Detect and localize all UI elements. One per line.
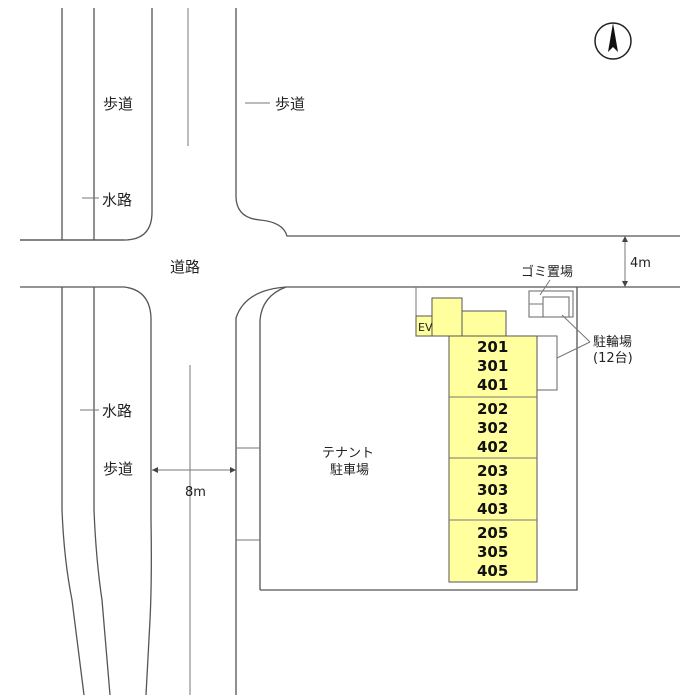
unit-label: 203 [477,462,508,480]
unit-label: 403 [477,500,508,518]
label-waterway-top: 水路 [102,191,132,209]
label-waterway-bottom: 水路 [102,402,132,420]
label-garbage: ゴミ置場 [521,264,573,280]
unit-label: 405 [477,562,508,580]
label-sidewalk-bottom: 歩道 [103,460,133,478]
unit-label: 303 [477,481,508,499]
label-bicycle-line1: 駐輪場 [593,334,632,350]
label-tenant-line2: 駐車場 [330,463,369,478]
unit-label: 301 [477,357,508,375]
unit-label: 202 [477,400,508,418]
width-label-8m: 8m [185,485,206,500]
dimension-4m: 4m [622,236,651,287]
unit-label: 402 [477,438,508,456]
label-sidewalk-top: 歩道 [103,95,133,113]
dimension-8m: 8m [152,467,236,500]
label-ev: EV [418,321,433,334]
unit-numbers: 201 301 401 202 302 402 203 303 403 205 … [477,338,508,580]
unit-label: 302 [477,419,508,437]
label-sidewalk-top-right: 歩道 [275,95,305,113]
width-label-4m: 4m [630,256,651,271]
north-arrow-icon [594,22,632,60]
unit-label: 201 [477,338,508,356]
unit-label: 205 [477,524,508,542]
label-tenant-line1: テナント [322,446,374,461]
label-bicycle-line2: (12台) [593,351,633,366]
bicycle-parking: 駐輪場 (12台) [536,314,633,391]
label-road: 道路 [170,258,200,276]
unit-label: 305 [477,543,508,561]
road-outlines [20,8,680,696]
garbage-area: ゴミ置場 [521,264,574,318]
building: EV [415,297,538,583]
unit-label: 401 [477,376,508,394]
